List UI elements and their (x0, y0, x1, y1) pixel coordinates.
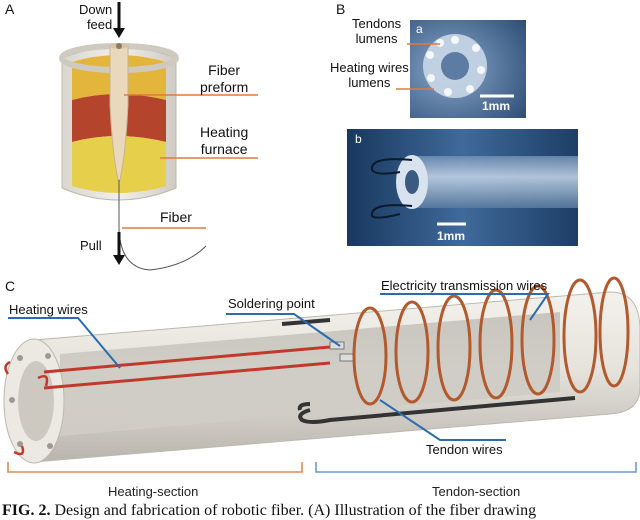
central-lumen (441, 52, 469, 80)
heating-furnace-label: Heating furnace (200, 124, 249, 157)
tendon-wire-2 (298, 396, 576, 424)
fiber-body-b (412, 156, 578, 208)
scale-label-b: 1mm (437, 229, 466, 243)
fiber-label: Fiber (160, 209, 192, 225)
heating-wires-leader (8, 317, 121, 369)
tendon-wires-label: Tendon wires (426, 442, 503, 457)
caption-text: Design and fabrication of robotic fiber.… (50, 502, 537, 519)
front-loop-2 (37, 375, 49, 387)
sub-panel-a-letter: a (416, 22, 423, 36)
heating-wire-1 (43, 345, 331, 374)
sub-panel-b-letter: b (355, 132, 362, 146)
electricity-transmission-wires-label: Electricity transmission wires (381, 278, 548, 293)
lumen-holes (426, 36, 485, 96)
caption-prefix: FIG. 2. (2, 502, 51, 519)
panel-c-illustration (3, 276, 640, 473)
tendon-section-label: Tendon-section (432, 484, 521, 499)
panel-a-illustration (59, 2, 258, 271)
figure-caption: FIG. 2. Design and fabrication of roboti… (2, 502, 536, 520)
soldering-point-label: Soldering point (228, 296, 315, 311)
electricity-transmission-coil (352, 276, 630, 406)
fiber-end-hole-b (405, 170, 419, 194)
heating-section-bracket (7, 462, 303, 473)
scale-label-a: 1mm (482, 99, 511, 113)
fiber-preform-hole (116, 43, 122, 49)
inner-channel (60, 312, 560, 436)
tendon-loop-bottom (370, 204, 413, 219)
fiber-preform-label: Fiber preform (200, 62, 249, 95)
tube-front-lumen (18, 361, 54, 441)
front-loop-1 (4, 360, 11, 375)
heating-section-label: Heating-section (108, 484, 199, 499)
solder-joint-1 (329, 341, 345, 350)
panel-a-letter: A (5, 1, 15, 17)
soldering-point-leader (226, 313, 341, 347)
down-feed-label: Down feed (79, 2, 113, 32)
down-feed-arrowhead (113, 28, 125, 38)
tendons-lumens-label: Tendons lumens (352, 16, 402, 46)
electricity-wires-leader (380, 293, 550, 321)
tendon-loop-top (370, 158, 413, 175)
fiber-preform-body (109, 45, 129, 181)
tendon-wires-leader (379, 399, 506, 441)
pull-label: Pull (80, 238, 102, 253)
solder-joint-2 (339, 353, 355, 362)
front-face-holes (9, 353, 53, 449)
panel-c-letter: C (5, 278, 16, 294)
tendon-section-bracket (315, 462, 637, 473)
front-loop-3 (13, 445, 25, 456)
panel-b-photos (347, 20, 578, 246)
heating-wire-2 (43, 361, 331, 390)
panel-b-letter: B (336, 1, 346, 17)
tendon-wire-3 (297, 402, 311, 411)
pull-arrowhead (113, 255, 125, 265)
fiber-strand (118, 180, 207, 271)
heating-wires-label: Heating wires (9, 302, 88, 317)
heating-wires-lumens-label: Heating wires lumens (330, 60, 409, 90)
